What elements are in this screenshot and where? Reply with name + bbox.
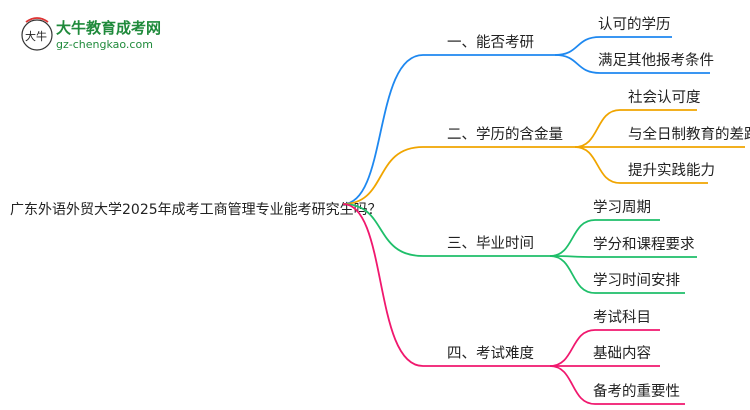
child-topic[interactable]: 提升实践能力 [628, 162, 715, 179]
child-line [554, 54, 710, 74]
child-line [549, 219, 660, 257]
child-line [549, 255, 685, 294]
child-line [549, 365, 685, 405]
child-topic[interactable]: 学分和课程要求 [593, 236, 695, 253]
logo-arc [25, 17, 49, 23]
child-line [574, 146, 708, 184]
child-line [554, 36, 672, 56]
branch-topic[interactable]: 三、毕业时间 [447, 235, 534, 252]
logo-mark-text: 大牛 [25, 29, 47, 43]
branch-line [342, 146, 575, 205]
branch-topic[interactable]: 一、能否考研 [447, 34, 534, 51]
logo-mark-icon [21, 19, 53, 51]
child-topic[interactable]: 考试科目 [593, 309, 651, 326]
child-line [549, 255, 697, 258]
child-line [574, 109, 697, 148]
branch-line [342, 54, 555, 205]
child-topic[interactable]: 与全日制教育的差距 [628, 125, 750, 143]
child-topic[interactable]: 认可的学历 [598, 16, 671, 33]
logo-name: 大牛教育成考网 [56, 19, 161, 37]
child-topic[interactable]: 社会认可度 [628, 89, 701, 106]
child-topic[interactable]: 满足其他报考条件 [598, 52, 714, 69]
logo-url: gz-chengkao.com [56, 38, 153, 51]
root-topic[interactable]: 广东外语外贸大学2025年成考工商管理专业能考研究生吗？ [10, 202, 382, 218]
child-topic[interactable]: 基础内容 [593, 345, 651, 362]
logo: 大牛 大牛教育成考网 gz-chengkao.com [21, 17, 161, 51]
branch-line [342, 203, 550, 367]
branch-topic[interactable]: 二、学历的含金量 [447, 126, 563, 143]
branch-topic[interactable]: 四、考试难度 [447, 345, 534, 362]
child-topic[interactable]: 学习时间安排 [593, 272, 680, 289]
child-line [549, 329, 660, 367]
child-topic[interactable]: 备考的重要性 [593, 383, 680, 400]
child-topic[interactable]: 学习周期 [593, 199, 651, 216]
branch-line [342, 203, 550, 257]
